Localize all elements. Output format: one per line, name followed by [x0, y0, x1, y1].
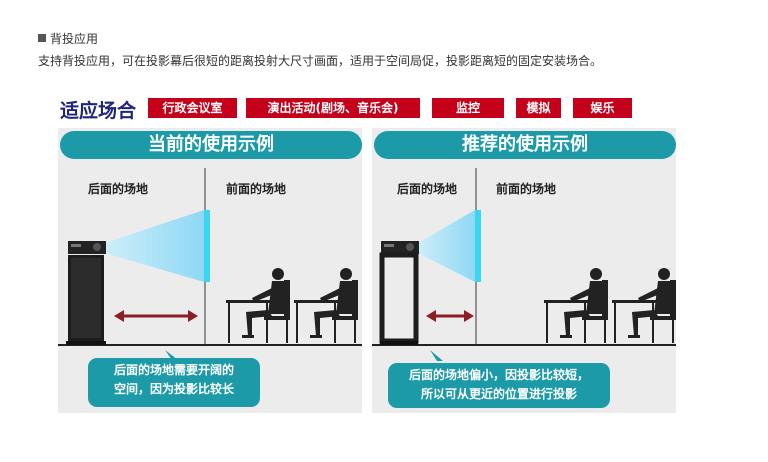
person-at-desk-icon: [294, 268, 358, 343]
panel-recommended-scene: [372, 168, 676, 361]
note-line: 后面的场地偏小，因投影比较短，: [408, 368, 589, 382]
person-at-desk-icon: [612, 268, 676, 343]
person-at-desk-icon: [226, 268, 290, 343]
cabinet-frame-icon: [379, 252, 419, 345]
rear-area-label: 后面的场地: [88, 182, 149, 196]
tag-entertainment: 娱乐: [573, 98, 632, 118]
section-title: 背投应用: [38, 30, 98, 47]
note-line: 后面的场地需要开阔的: [113, 363, 234, 377]
tag-performance: 演出活动(剧场、音乐会): [246, 98, 420, 118]
section-description: 支持背投应用，可在投影幕后很短的距离投射大尺寸画面，适用于空间局促，投影距离短的…: [38, 54, 603, 68]
screen: [475, 210, 481, 282]
front-area-label: 前面的场地: [496, 182, 557, 196]
screen: [204, 210, 210, 282]
panel-current-scene: [58, 168, 362, 360]
projection-beam: [418, 210, 475, 282]
tag-monitoring: 监控: [432, 98, 504, 118]
rear-area-label: 后面的场地: [397, 182, 458, 196]
double-arrow-icon: [426, 310, 474, 322]
projector-icon: [381, 241, 419, 254]
projection-beam: [105, 210, 204, 282]
applications-title: 适应场合: [60, 100, 137, 122]
double-arrow-icon: [114, 310, 198, 322]
note-line: 空间，因为投影比较长: [113, 382, 234, 396]
tag-meeting-room: 行政会议室: [148, 98, 237, 118]
note-recommended: 后面的场地偏小，因投影比较短， 所以可从更近的位置进行投影: [388, 363, 610, 408]
projector-icon: [68, 241, 106, 254]
cabinet-icon: [66, 255, 106, 345]
tag-simulation: 模拟: [516, 98, 561, 118]
front-area-label: 前面的场地: [226, 182, 287, 196]
note-line: 所以可从更近的位置进行投影: [420, 387, 577, 401]
panel-current-title: 当前的使用示例: [60, 131, 362, 159]
panel-recommended-title: 推荐的使用示例: [374, 131, 676, 159]
square-bullet-icon: [38, 34, 46, 42]
note-current: 后面的场地需要开阔的 空间，因为投影比较长: [88, 358, 260, 407]
note-pointer: [430, 350, 443, 361]
person-at-desk-icon: [544, 268, 608, 343]
note-pointer: [165, 350, 178, 360]
